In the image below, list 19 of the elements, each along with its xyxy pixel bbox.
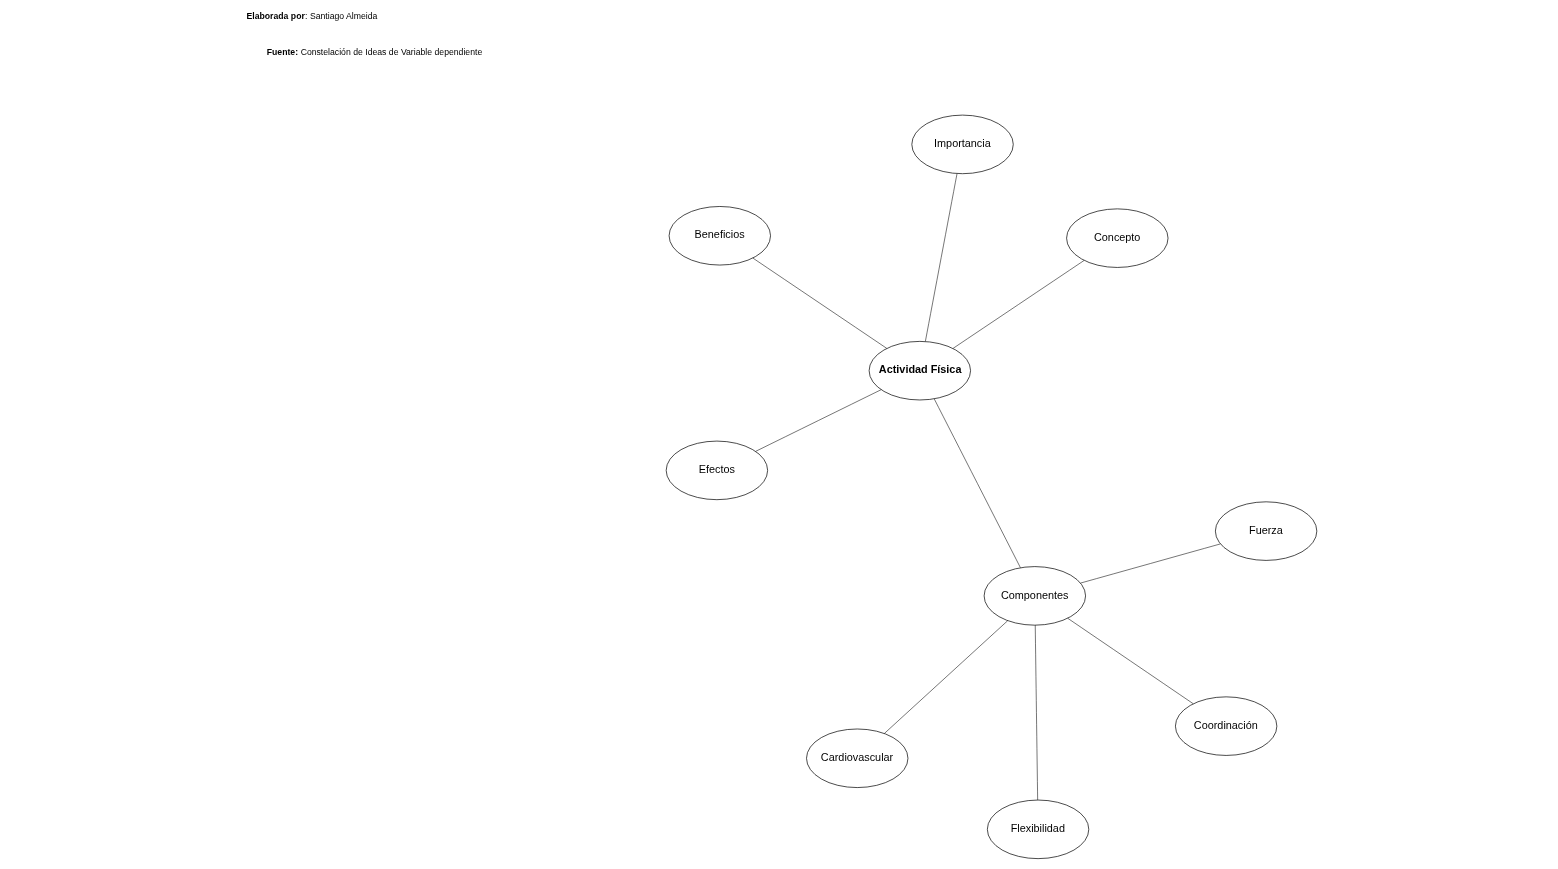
label: Fuente: Constelación de Ideas de Variable dependiente (266, 46, 482, 57)
connector (924, 173, 957, 342)
node-ellipse: Componentes (983, 566, 1086, 626)
node-ellipse: Importancia (910, 114, 1014, 175)
connector (754, 389, 881, 452)
node-ellipse: Beneficios (668, 206, 771, 266)
node-ellipse: Coordinación (1174, 696, 1277, 756)
connector (952, 260, 1084, 349)
connector (933, 398, 1021, 568)
connector (883, 620, 1008, 734)
node-ellipse: Concepto (1065, 208, 1168, 268)
node-ellipse: Fuerza (1214, 501, 1317, 561)
connector (752, 257, 887, 349)
node-ellipse: Flexibilidad (986, 799, 1089, 859)
label: Elaborada por: Santiago Almeida (246, 10, 377, 21)
node-ellipse: Actividad Física (868, 341, 971, 401)
node-ellipse: Cardiovascular (805, 728, 908, 788)
connector (1079, 543, 1221, 584)
node-ellipse: Efectos (665, 440, 768, 501)
